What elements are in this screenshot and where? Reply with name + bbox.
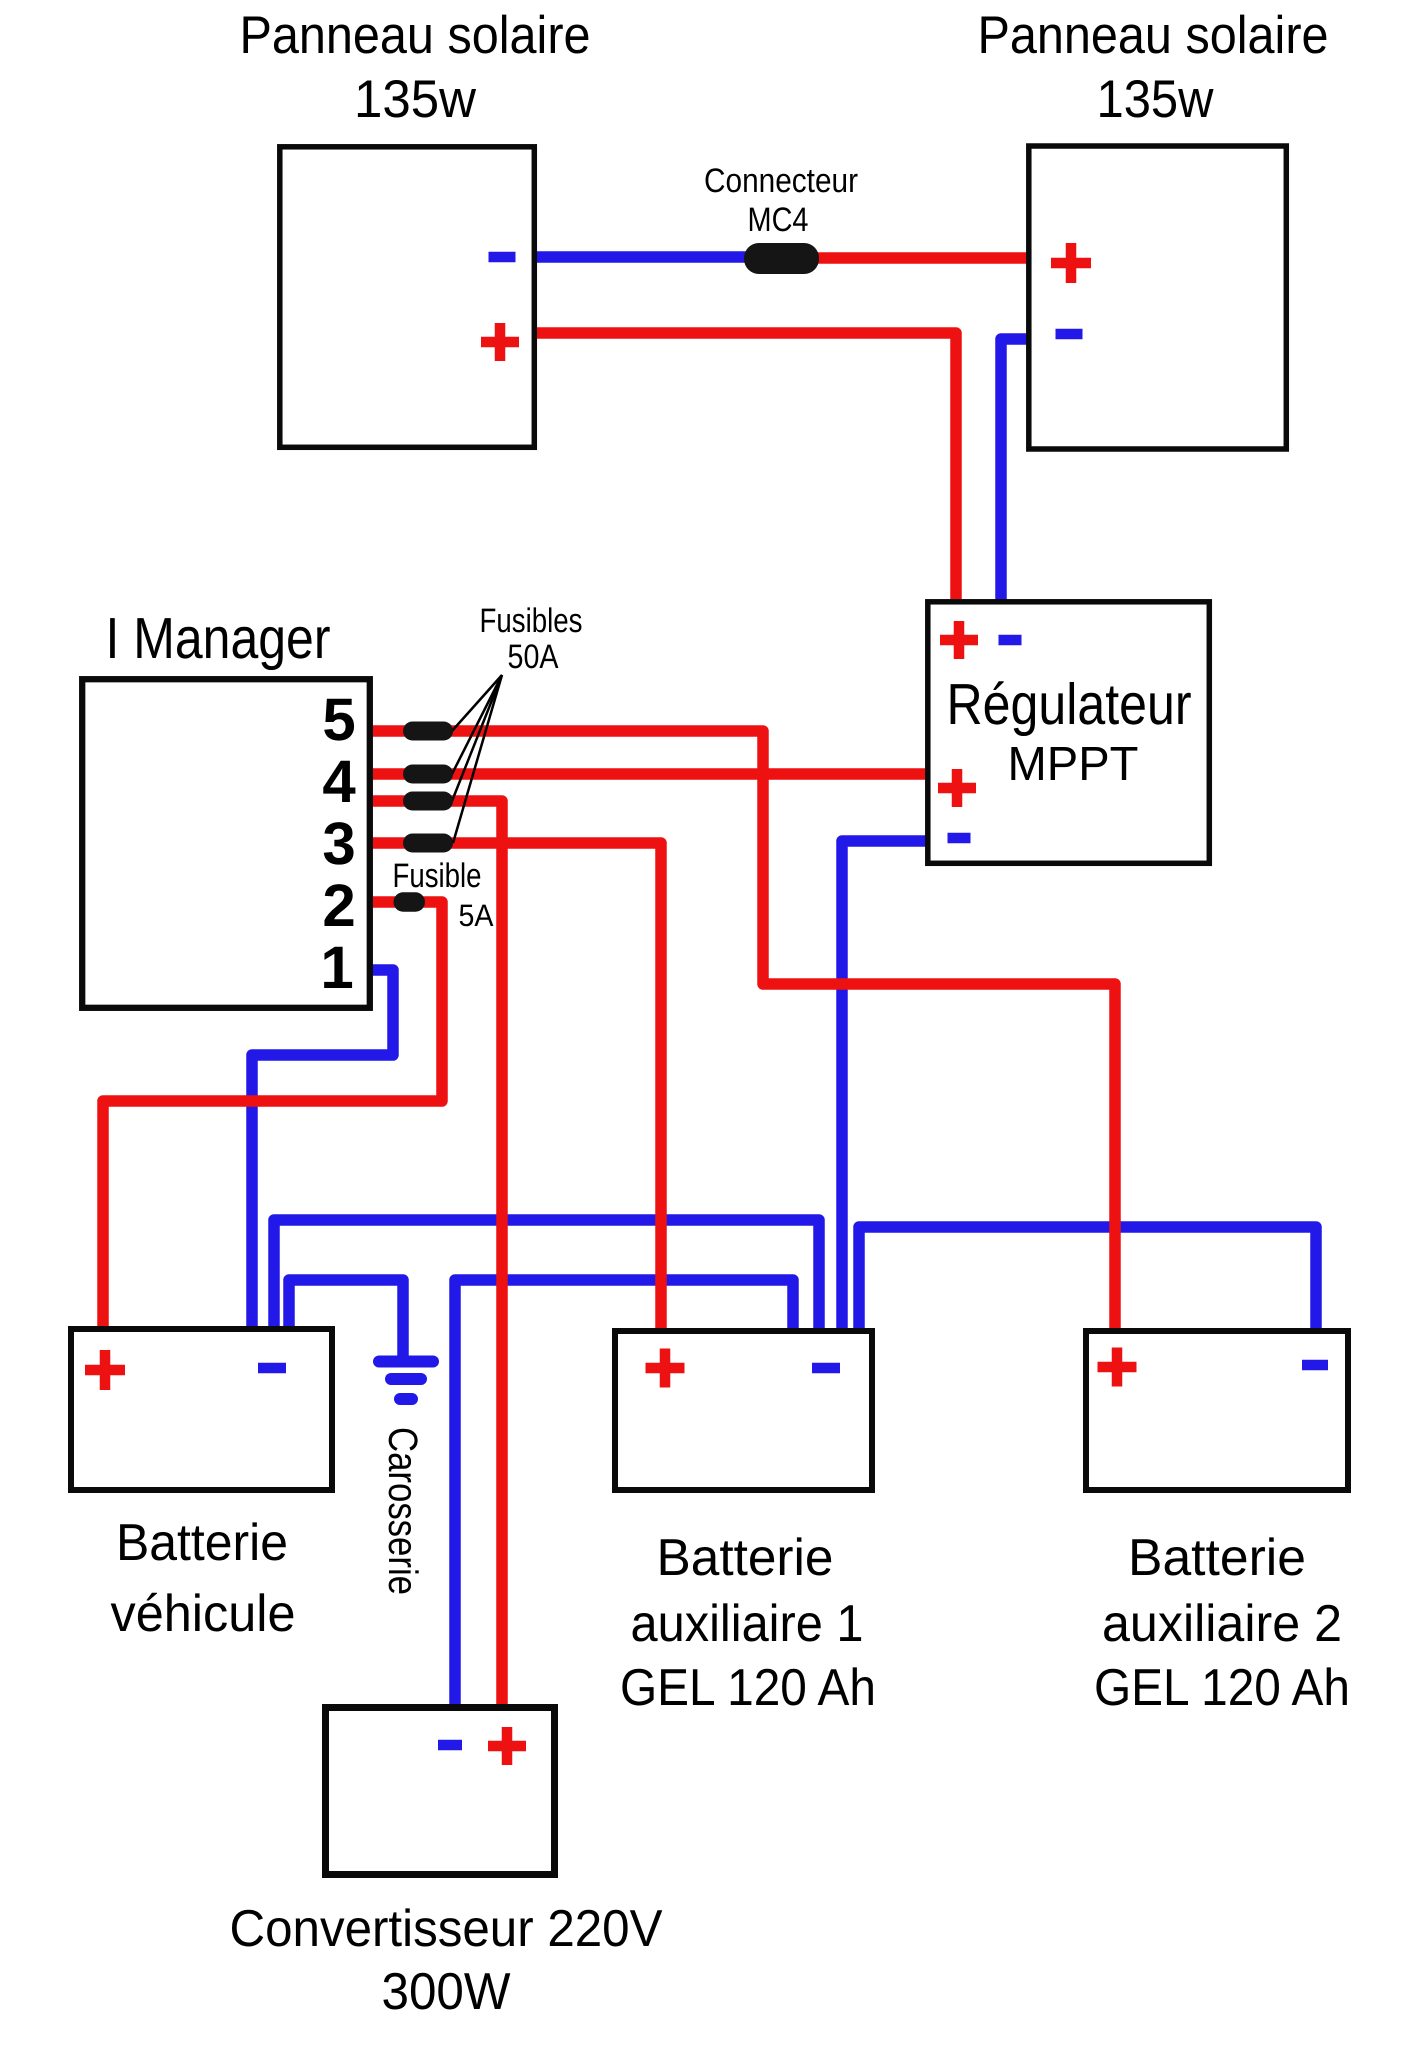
svg-text:4: 4	[322, 748, 356, 815]
svg-text:auxiliaire 1: auxiliaire 1	[631, 1595, 864, 1653]
svg-text:auxiliaire 2: auxiliaire 2	[1102, 1595, 1342, 1653]
svg-text:Batterie: Batterie	[116, 1514, 288, 1572]
svg-text:Convertisseur 220V: Convertisseur 220V	[230, 1900, 663, 1958]
svg-text:Fusibles: Fusibles	[480, 602, 583, 640]
svg-text:2: 2	[322, 872, 355, 939]
svg-text:MPPT: MPPT	[1008, 738, 1139, 791]
svg-text:MC4: MC4	[748, 201, 809, 239]
svg-text:50A: 50A	[508, 638, 559, 676]
svg-text:5A: 5A	[459, 898, 494, 933]
svg-text:Batterie: Batterie	[657, 1529, 834, 1587]
svg-text:GEL 120 Ah: GEL 120 Ah	[1094, 1659, 1350, 1717]
svg-text:5: 5	[322, 686, 355, 753]
svg-text:GEL 120 Ah: GEL 120 Ah	[620, 1659, 876, 1717]
svg-text:Régulateur: Régulateur	[947, 672, 1192, 737]
svg-text:Connecteur: Connecteur	[704, 162, 858, 200]
svg-text:véhicule: véhicule	[111, 1585, 296, 1643]
svg-text:1: 1	[320, 934, 353, 1001]
svg-text:135w: 135w	[354, 70, 477, 129]
svg-text:3: 3	[322, 810, 355, 877]
svg-text:Fusible: Fusible	[393, 857, 482, 895]
svg-text:I Manager: I Manager	[106, 606, 331, 671]
svg-text:Carosserie: Carosserie	[380, 1427, 426, 1595]
svg-text:300W: 300W	[382, 1963, 511, 2021]
svg-text:Panneau solaire: Panneau solaire	[978, 6, 1329, 65]
svg-text:Panneau solaire: Panneau solaire	[240, 6, 591, 65]
svg-text:Batterie: Batterie	[1128, 1529, 1306, 1587]
svg-text:135w: 135w	[1097, 70, 1215, 129]
